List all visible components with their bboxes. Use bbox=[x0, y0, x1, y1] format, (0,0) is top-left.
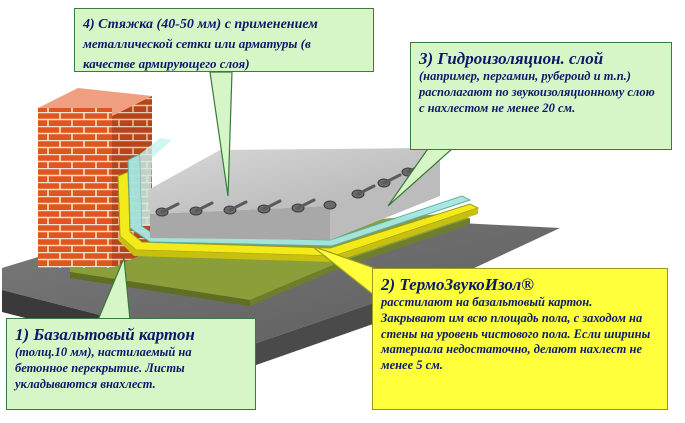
callout-waterproofing-text: (например, пергамин, рубероид и т.п.) ра… bbox=[419, 69, 655, 115]
callout-basalt-board-title: 1) Базальтовый картон bbox=[15, 325, 195, 344]
callout-termo-insulation-title: 2) ТермоЗвукоИзол® bbox=[381, 275, 534, 294]
callout-screed-text: металлической сетки или арматуры (в каче… bbox=[83, 36, 311, 71]
waterproofing-layer bbox=[127, 138, 472, 247]
callout-basalt-board-text: (толщ.10 мм), настилаемый на бетонное пе… bbox=[15, 345, 192, 391]
callout-termo-insulation: 2) ТермоЗвукоИзол® расстилают на базальт… bbox=[372, 268, 668, 410]
callout-screed: 4) Стяжка (40-50 мм) с применением метал… bbox=[74, 8, 374, 72]
screed-layer bbox=[148, 148, 440, 240]
callout-screed-title: 4) Стяжка (40-50 мм) с применением bbox=[83, 17, 318, 32]
callout-waterproofing: 3) Гидроизоляцион. слой (например, перга… bbox=[410, 42, 672, 150]
callout-basalt-board: 1) Базальтовый картон (толщ.10 мм), наст… bbox=[6, 318, 256, 410]
callout-waterproofing-title: 3) Гидроизоляцион. слой bbox=[419, 49, 604, 68]
callout-termo-insulation-text: расстилают на базальтовый картон. Закрыв… bbox=[381, 295, 651, 372]
callout-pointers bbox=[97, 71, 464, 321]
